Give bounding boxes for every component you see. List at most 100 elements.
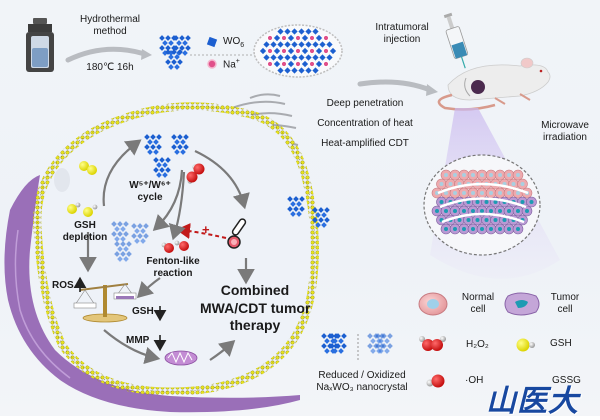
tumor-cell — [481, 214, 492, 226]
heat-plus-sign: + — [202, 222, 210, 237]
cell-membrane — [33, 102, 319, 396]
gssg-legend-label: GSSG — [552, 375, 581, 386]
na-ion — [280, 60, 288, 68]
gsh-molecule-pair — [67, 202, 98, 217]
redox-balance-icon — [73, 283, 137, 323]
injection-line1: Intratumoral — [375, 22, 429, 33]
tumor-cell — [449, 205, 461, 217]
nanocrystal-cluster-icon — [159, 35, 191, 70]
tumor-cell — [494, 223, 506, 235]
method-line2: method — [93, 26, 127, 37]
normal-cell — [485, 187, 497, 199]
mitochondrion-icon — [164, 350, 198, 366]
hydroxyl-radicals — [161, 240, 189, 253]
tumor-cell — [503, 205, 515, 217]
autoclave-icon — [26, 18, 54, 72]
therapy-line3: therapy — [229, 317, 281, 333]
tumor-cell-legend-label: Tumor cell — [545, 292, 585, 316]
tumor-cell — [526, 196, 537, 208]
tumor-cell — [440, 205, 452, 217]
normal-cell — [503, 169, 515, 181]
feature-1: Deep penetration — [326, 98, 404, 109]
wo6-subscript: 6 — [240, 42, 245, 49]
normal-cell — [476, 169, 488, 181]
h2o2-legend-label: H₂O₂ — [466, 339, 489, 350]
method-line1: Hydrothermal — [79, 14, 141, 25]
h2o2-molecule — [186, 163, 205, 184]
tumor-cell — [512, 205, 524, 217]
normal-cell — [458, 187, 470, 199]
normal-cell — [494, 169, 506, 181]
normal-cell — [458, 169, 470, 181]
tumor-cell — [449, 223, 461, 235]
na-ion — [294, 60, 302, 68]
tumor-cell-line2: cell — [557, 304, 573, 315]
tumor-cell-line1: Tumor — [550, 292, 580, 303]
na-ion — [322, 47, 330, 55]
injection-line2: injection — [383, 34, 421, 45]
therapy-line1: Combined — [220, 282, 290, 298]
gsh-molecule-top — [79, 161, 97, 175]
wo6-legend-label: WO6 — [223, 36, 244, 50]
na-superscript: + — [235, 58, 240, 65]
normal-cell-legend-label: Normal cell — [458, 292, 498, 316]
gsh-legend-icon — [516, 338, 535, 352]
na-legend-label: Na+ — [223, 58, 240, 71]
combined-therapy-label: Combined MWA/CDT tumor therapy — [200, 282, 310, 335]
na-ion — [266, 34, 274, 42]
university-watermark: 山医大 — [486, 384, 579, 419]
crystal-lattice-zoom — [253, 24, 343, 78]
na-ion — [308, 47, 316, 55]
wo6-text: WO — [223, 36, 241, 47]
w-cycle-line2: cycle — [137, 192, 163, 203]
ros-label: ROS — [52, 280, 74, 291]
na-legend-icon — [207, 59, 217, 69]
normal-cell — [431, 187, 443, 199]
gsh-depletion-line2: depletion — [62, 232, 108, 243]
na-ion — [308, 34, 316, 42]
wo6-legend-icon — [206, 36, 218, 48]
normal-cell — [512, 169, 524, 181]
synthesis-arrow — [65, 46, 148, 63]
synthesis-method-label: Hydrothermal method — [75, 14, 145, 38]
normal-cell — [467, 169, 479, 181]
tumor-cell — [503, 223, 515, 235]
na-text: Na — [223, 59, 236, 71]
hydroxyl-legend-label: ·OH — [465, 375, 484, 386]
tumor-cell — [458, 223, 470, 235]
tumor-tissue-background — [4, 175, 300, 413]
injection-arrow — [357, 79, 433, 93]
gsh-depletion-line1: GSH — [74, 220, 96, 231]
normal-cell-line1: Normal — [461, 292, 495, 303]
normal-cell — [485, 169, 497, 181]
fenton-line2: reaction — [153, 268, 193, 279]
nanocrystal-line2: NaₓWO₃ nanocrystal — [316, 382, 408, 393]
fenton-line1: Fenton-like — [146, 256, 200, 267]
pathway-arrows — [79, 139, 255, 365]
normal-cell — [494, 187, 506, 199]
na-ion — [280, 47, 288, 55]
gsh-depletion-label: GSH depletion — [55, 220, 115, 244]
fenton-reaction-label: Fenton-like reaction — [138, 256, 208, 280]
gsh-decrease-label: GSH — [132, 306, 154, 317]
tumor-cell-legend-icon — [504, 292, 540, 316]
syringe-icon — [443, 12, 469, 69]
gsh-legend-label: GSH — [550, 338, 572, 349]
therapy-line2: MWA/CDT tumor — [200, 299, 311, 316]
normal-cell — [449, 169, 461, 181]
hydroxyl-legend-icon — [426, 374, 445, 388]
normal-cell — [517, 178, 528, 190]
normal-cell-legend-icon — [418, 292, 448, 316]
w-cycle-label: W⁵⁺/W⁶⁺ cycle — [120, 180, 180, 204]
na-ion — [266, 60, 274, 68]
tumor-cell — [512, 223, 524, 235]
thermometer-icon — [227, 218, 247, 249]
microwave-line1: Microwave — [541, 120, 589, 131]
mouse-icon — [437, 57, 551, 111]
tumor-cell — [440, 223, 452, 235]
feature-2: Concentration of heat — [317, 118, 413, 129]
normal-cell — [440, 169, 452, 181]
injection-label: Intratumoral injection — [362, 22, 442, 46]
